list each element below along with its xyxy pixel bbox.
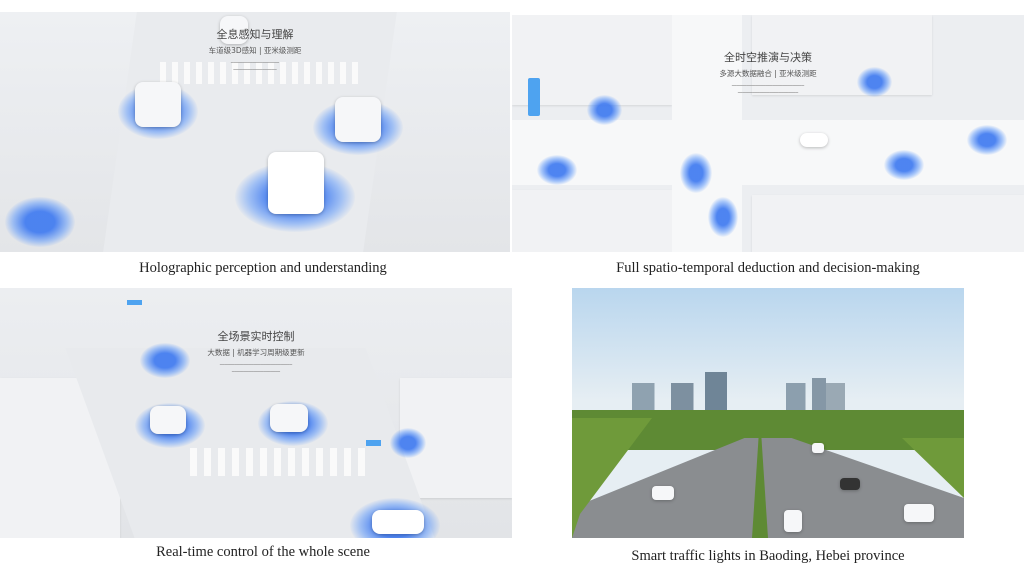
panel-4-caption: Smart traffic lights in Baoding, Hebei p… [631,548,905,564]
panel-2-caption: Full spatio-temporal deduction and decis… [616,260,920,276]
real-time-control-image: 全场景实时控制 大数据 | 机器学习周期级更新 ━━━━━━━━━━━━━━━━… [0,288,512,538]
panel-1-subtitle: 车道级3D感知 | 亚米级测距 [208,46,302,55]
panel-2-desc-lines: ━━━━━━━━━━━━━━━━━━━━━━━━━━━━━━━━━━━━━━━━… [731,83,805,95]
panel-3-subtitle: 大数据 | 机器学习周期级更新 [207,348,305,357]
panel-3-desc-lines: ━━━━━━━━━━━━━━━━━━━━━━━━━━━━━━━━━━━━━━━━… [219,362,293,374]
panel-2-subtitle: 多源大数据融合 | 亚米级测距 [719,69,817,78]
panel-2-title: 全时空推演与决策 [724,51,812,64]
panel-3-title: 全场景实时控制 [217,330,295,343]
panel-3-caption: Real-time control of the whole scene [156,544,370,560]
baoding-traffic-photo [572,288,964,538]
panel-1-title: 全息感知与理解 [216,28,294,41]
holographic-perception-image: 全息感知与理解 车道级3D感知 | 亚米级测距 ━━━━━━━━━━━━━━━━… [0,12,510,252]
panel-1-caption: Holographic perception and understanding [139,260,387,276]
panel-1-desc-lines: ━━━━━━━━━━━━━━━━━━━━━━━━━━━━━━━━━━━━━━ [230,60,280,72]
spatio-temporal-image: 全时空推演与决策 多源大数据融合 | 亚米级测距 ━━━━━━━━━━━━━━━… [512,15,1024,252]
